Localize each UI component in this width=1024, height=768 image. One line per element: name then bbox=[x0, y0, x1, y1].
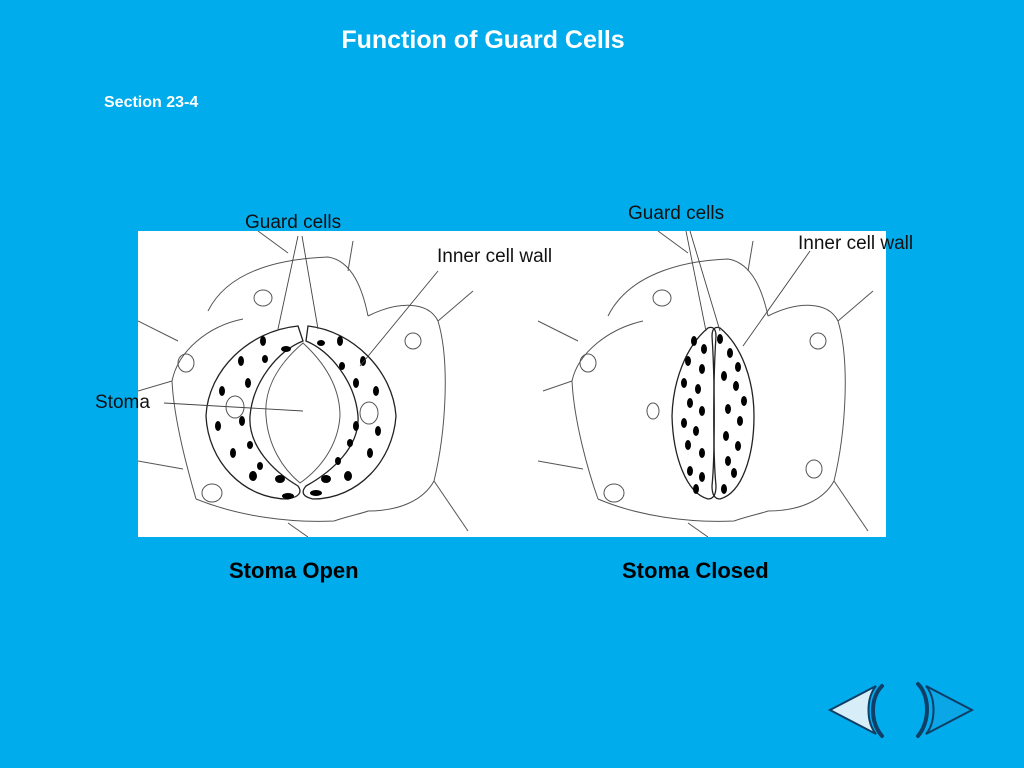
back-arrow-button[interactable] bbox=[826, 680, 888, 740]
guard-cell-diagram bbox=[137, 230, 874, 538]
open-guard-cells bbox=[205, 325, 397, 500]
open-pointer-lines bbox=[163, 235, 439, 412]
stoma-closed-caption: Stoma Closed bbox=[622, 558, 769, 583]
closed-guard-cells-label: Guard cells bbox=[628, 203, 725, 224]
closed-inner-cell-wall-label: Inner cell wall bbox=[798, 233, 914, 254]
closed-pointer-lines bbox=[685, 230, 811, 347]
open-guard-cells-label: Guard cells bbox=[245, 212, 342, 233]
closed-chloroplasts bbox=[681, 334, 747, 494]
open-chloroplasts bbox=[215, 336, 381, 499]
forward-arrow-icon bbox=[916, 682, 975, 738]
forward-arrow-button[interactable] bbox=[908, 678, 976, 742]
closed-guard-cells bbox=[671, 326, 755, 500]
closed-epidermal-cells bbox=[537, 230, 874, 538]
section-label: Section 23-4 bbox=[104, 94, 199, 111]
diagram-panel bbox=[137, 230, 886, 538]
slide-title: Function of Guard Cells bbox=[341, 26, 625, 54]
stoma-label: Stoma bbox=[95, 392, 150, 413]
stoma-open-caption: Stoma Open bbox=[229, 558, 359, 583]
open-inner-cell-wall-label: Inner cell wall bbox=[437, 246, 553, 267]
back-arrow-icon bbox=[827, 684, 884, 738]
open-epidermal-cells bbox=[137, 230, 474, 538]
